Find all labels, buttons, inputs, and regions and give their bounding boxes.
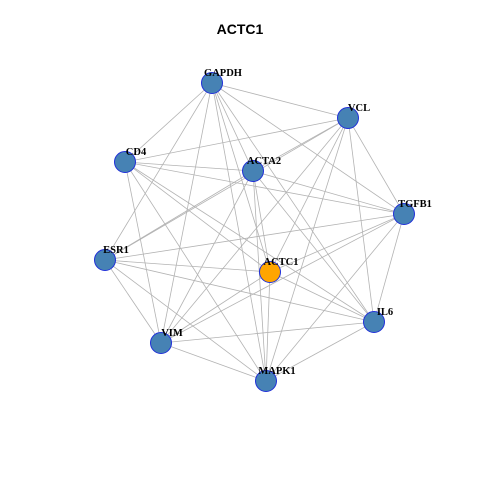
- edge-vcl-actc1: [269, 117, 349, 273]
- edge-actc1-mapk1: [265, 271, 271, 382]
- edge-esr1-actc1: [104, 259, 271, 273]
- node-circle: [94, 249, 116, 271]
- node-circle: [150, 332, 172, 354]
- edge-cd4-il6: [124, 161, 375, 323]
- node-tgfb1: TGFB1: [393, 199, 432, 225]
- node-gapdh: GAPDH: [201, 68, 242, 94]
- node-actc1: ACTC1: [259, 257, 299, 283]
- edge-acta2-esr1: [104, 170, 254, 261]
- edge-esr1-vim: [104, 259, 162, 344]
- edge-actc1-vim: [160, 271, 271, 344]
- edge-gapdh-vcl: [211, 82, 349, 119]
- edge-gapdh-actc1: [211, 82, 271, 273]
- edge-acta2-vim: [160, 170, 254, 344]
- node-label: VIM: [161, 328, 183, 339]
- edge-vcl-tgfb1: [347, 117, 405, 215]
- node-circle: [393, 203, 415, 225]
- edge-layer: [104, 82, 405, 382]
- node-circle: [242, 160, 264, 182]
- node-circle: [201, 72, 223, 94]
- edge-cd4-acta2: [124, 161, 254, 172]
- edge-gapdh-cd4: [124, 82, 213, 163]
- edge-gapdh-mapk1: [211, 82, 267, 382]
- edge-gapdh-acta2: [211, 82, 254, 172]
- node-label: ACTA2: [247, 156, 281, 167]
- edge-acta2-mapk1: [252, 170, 267, 382]
- node-circle: [337, 107, 359, 129]
- edge-vcl-il6: [347, 117, 375, 323]
- node-label: TGFB1: [398, 199, 432, 210]
- node-label: ACTC1: [263, 257, 298, 268]
- node-label: MAPK1: [258, 366, 295, 377]
- edge-acta2-actc1: [252, 170, 271, 273]
- edge-cd4-vim: [124, 161, 162, 344]
- edge-acta2-tgfb1: [252, 170, 405, 215]
- edge-tgfb1-il6: [373, 213, 405, 323]
- node-label: CD4: [126, 147, 147, 158]
- edge-esr1-mapk1: [104, 259, 267, 382]
- node-vcl: VCL: [337, 103, 370, 129]
- node-label: IL6: [377, 307, 393, 318]
- edge-actc1-il6: [269, 271, 375, 323]
- edge-tgfb1-esr1: [104, 213, 405, 261]
- edge-acta2-il6: [252, 170, 375, 323]
- node-esr1: ESR1: [94, 245, 129, 271]
- hub-node-circle: [259, 261, 281, 283]
- edge-vcl-vim: [160, 117, 349, 344]
- edge-cd4-actc1: [124, 161, 271, 273]
- edge-cd4-mapk1: [124, 161, 267, 382]
- edge-esr1-il6: [104, 259, 375, 323]
- node-vim: VIM: [150, 328, 183, 354]
- node-acta2: ACTA2: [242, 156, 281, 182]
- edge-gapdh-tgfb1: [211, 82, 405, 215]
- edge-cd4-tgfb1: [124, 161, 405, 215]
- node-mapk1: MAPK1: [255, 366, 296, 392]
- edge-vcl-esr1: [104, 117, 349, 261]
- edge-vcl-cd4: [124, 117, 349, 163]
- edge-vim-mapk1: [160, 342, 267, 382]
- edge-gapdh-vim: [160, 82, 213, 344]
- node-circle: [114, 151, 136, 173]
- node-label: GAPDH: [204, 68, 242, 79]
- edge-gapdh-il6: [211, 82, 375, 323]
- edge-vcl-mapk1: [265, 117, 349, 382]
- node-label: VCL: [348, 103, 370, 114]
- edge-il6-vim: [160, 321, 375, 344]
- node-label: ESR1: [103, 245, 129, 256]
- node-circle: [255, 370, 277, 392]
- figure-title: ACTC1: [216, 21, 264, 37]
- node-cd4: CD4: [114, 147, 147, 173]
- edge-tgfb1-mapk1: [265, 213, 405, 382]
- edge-il6-mapk1: [265, 321, 375, 382]
- edge-gapdh-esr1: [104, 82, 213, 261]
- node-il6: IL6: [363, 307, 393, 333]
- node-circle: [363, 311, 385, 333]
- edge-tgfb1-actc1: [269, 213, 405, 273]
- edge-tgfb1-vim: [160, 213, 405, 344]
